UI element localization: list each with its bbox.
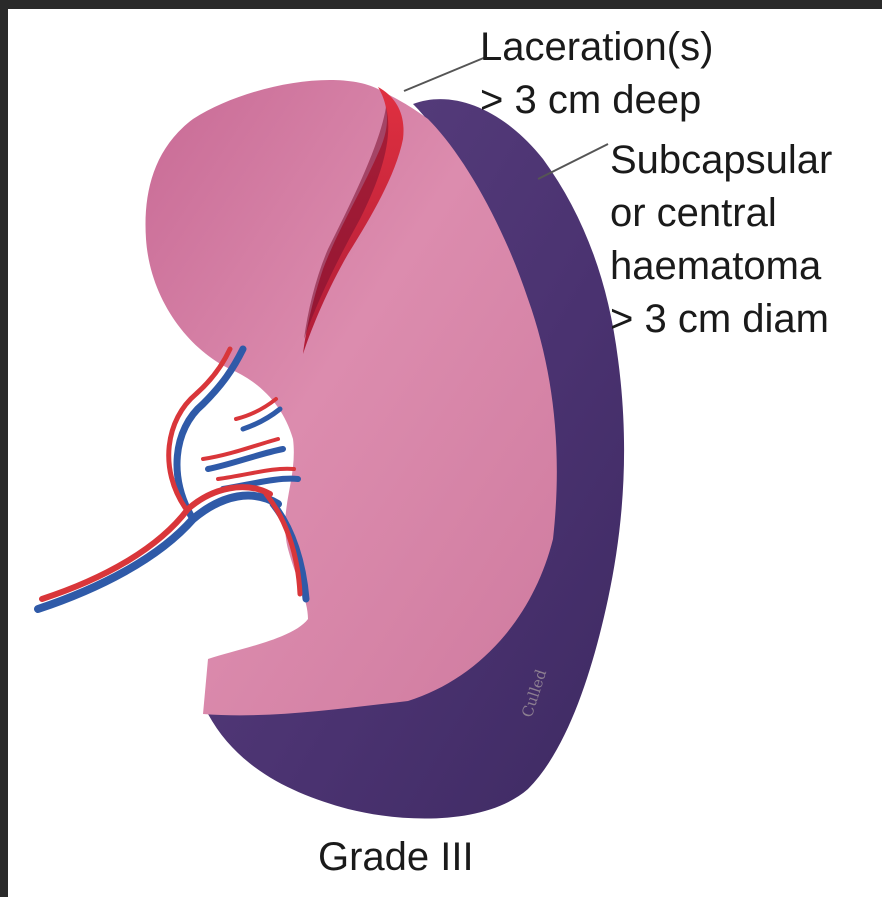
haematoma-leader-line (538, 144, 608, 179)
haematoma-label-line-4: > 3 cm diam (610, 293, 832, 346)
figure-panel: Laceration(s) > 3 cm deep Subcapsular or… (8, 9, 882, 897)
haematoma-label-line-1: Subcapsular (610, 134, 832, 187)
haematoma-label-line-3: haematoma (610, 240, 832, 293)
grade-caption: Grade III (318, 831, 474, 884)
haematoma-label: Subcapsular or central haematoma > 3 cm … (610, 134, 832, 346)
laceration-label-line-2: > 3 cm deep (480, 74, 713, 127)
haematoma-label-line-2: or central (610, 187, 832, 240)
laceration-label: Laceration(s) > 3 cm deep (480, 21, 713, 127)
laceration-label-line-1: Laceration(s) (480, 21, 713, 74)
laceration-leader-line (404, 57, 486, 91)
